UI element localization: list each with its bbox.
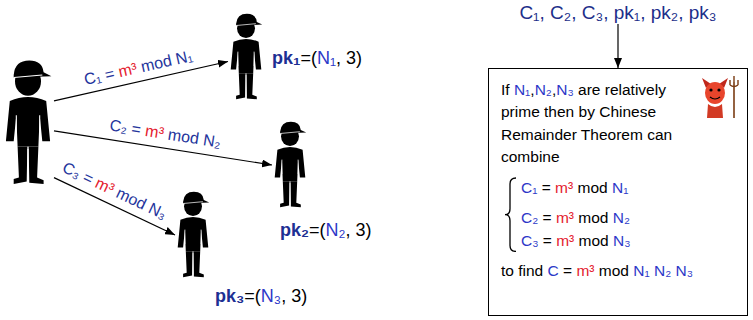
text-run: mod [573, 179, 612, 196]
text-run: N₁ [514, 81, 530, 98]
text-run: =( [309, 220, 326, 240]
text-run: N₃ [261, 286, 281, 306]
text-run: mod N₁ [134, 47, 193, 76]
arrow [54, 178, 175, 235]
text-run: C₃ [521, 232, 539, 249]
text-run: pk₃ [215, 286, 244, 306]
receiver-figure: pk₁=(N₁, 3) [228, 12, 264, 102]
attacker-box: If N₁,N₂,N₃ are relatively prime then by… [488, 68, 748, 316]
brace-path [505, 178, 516, 251]
public-key-label: pk₂=(N₂, 3) [280, 220, 372, 241]
ciphertext-label: C₃ = m³ mod N₃ [60, 158, 170, 223]
sender-figure [6, 61, 52, 184]
public-key-label: pk₃=(N₃, 3) [215, 286, 307, 307]
text-run: mod [594, 262, 633, 279]
sender-figure [2, 58, 54, 188]
text-run: mod [574, 209, 613, 226]
ciphertext-label: C₁ = m³ mod N₁ [82, 47, 194, 89]
text-run: = [537, 179, 555, 196]
text-run: N₂ [613, 209, 630, 226]
text-run: N₂ [535, 81, 552, 98]
equation-group: C₁ = m³ mod N₁C₂ = m³ mod N₂C₃ = m³ mod … [501, 177, 737, 252]
text-run: C₁ [521, 179, 537, 196]
text-run: = [559, 262, 577, 279]
text-run: C₂ [521, 209, 538, 226]
text-run: C [548, 262, 559, 279]
brace [504, 177, 518, 252]
text-run: pk₁ [272, 48, 300, 68]
text-run: m³ [555, 179, 573, 196]
text-run: mod N₂ [162, 125, 222, 151]
text-run: mod [574, 232, 613, 249]
text-run: m³ [144, 122, 165, 142]
text-run: m³ [556, 209, 574, 226]
text-run: , 3) [346, 220, 372, 240]
receiver-figure: pk₂=(N₂, 3) [272, 120, 308, 210]
intercepted-values: C₁, C₂, C₃, pk₁, pk₂, pk₃ [498, 2, 738, 24]
explanation-text: If N₁,N₂,N₃ are relatively prime then by… [501, 79, 737, 169]
text-run: N₁ N₂ N₃ [633, 262, 693, 279]
text-run: C₁ = [82, 63, 120, 87]
text-run: = [539, 232, 557, 249]
text-run: m³ [556, 232, 574, 249]
equation: C₃ = m³ mod N₃ [521, 230, 737, 252]
ciphertext-label: C₂ = m³ mod N₂ [108, 116, 222, 151]
text-run: m³ [576, 262, 594, 279]
text-run: N₃ [613, 232, 631, 249]
text-run: C₂ = [108, 116, 146, 138]
devil-icon [702, 76, 738, 118]
intercepted-values: C₁, C₂, C₃, pk₁, pk₂, pk₃ [498, 2, 738, 24]
text-run: pk₂ [280, 220, 309, 240]
receiver-figure [275, 122, 307, 208]
text-run: N₁ [317, 48, 336, 68]
receiver-figure [178, 192, 210, 278]
text-run: to find [501, 262, 548, 279]
result-equation: to find C = m³ mod N₁ N₂ N₃ [501, 260, 737, 282]
text-run: , 3) [336, 48, 362, 68]
text-run: If [501, 81, 514, 98]
public-key-label: pk₁=(N₁, 3) [272, 48, 362, 69]
text-run: =( [300, 48, 317, 68]
equation: C₂ = m³ mod N₂ [521, 207, 737, 229]
text-run: N₃ [556, 81, 574, 98]
text-run: C₁, C₂, C₃, pk₁, pk₂, pk₃ [519, 2, 716, 23]
text-run: , 3) [281, 286, 307, 306]
receiver-figure: pk₃=(N₃, 3) [175, 190, 211, 280]
equation: C₁ = m³ mod N₁ [521, 177, 737, 199]
text-run: mod N₃ [110, 182, 170, 222]
text-run: N₂ [326, 220, 346, 240]
text-run: N₁ [612, 179, 628, 196]
arrow [617, 24, 618, 68]
text-run: , [530, 81, 534, 98]
text-run: = [538, 209, 556, 226]
receiver-figure [231, 14, 263, 100]
text-run: , [552, 81, 556, 98]
text-run: =( [244, 286, 261, 306]
